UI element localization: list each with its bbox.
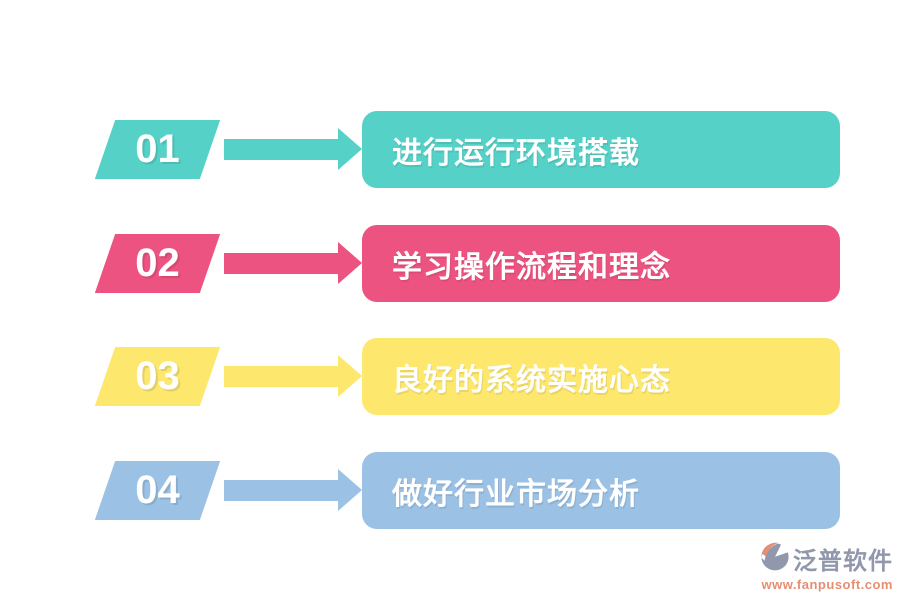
fanpu-logo-icon [759,540,791,577]
arrow-head-icon [338,469,362,511]
step-label-box: 进行运行环境搭载 [362,111,840,188]
arrow-head-icon [338,128,362,170]
step-row-03: 03 良好的系统实施心态 [0,338,900,415]
arrow-shaft [224,366,340,387]
step-label: 良好的系统实施心态 [392,363,671,397]
step-row-02: 02 学习操作流程和理念 [0,225,900,302]
arrow-head-icon [338,242,362,284]
watermark-logo-row: 泛普软件 [759,540,893,577]
step-label: 学习操作流程和理念 [392,250,671,284]
step-number: 04 [135,468,180,512]
watermark-url: www.fanpusoft.com [761,577,893,592]
arrow-shaft [224,480,340,501]
step-row-01: 01 进行运行环境搭载 [0,111,900,188]
step-number: 01 [135,127,180,171]
arrow-shaft [224,139,340,160]
watermark: 泛普软件 www.fanpusoft.com [759,540,893,592]
arrow-head-icon [338,355,362,397]
step-label: 做好行业市场分析 [392,477,640,511]
arrow-shaft [224,253,340,274]
step-number: 02 [135,241,180,285]
step-label: 进行运行环境搭载 [392,136,640,170]
step-row-04: 04 做好行业市场分析 [0,452,900,529]
step-label-box: 学习操作流程和理念 [362,225,840,302]
step-label-box: 良好的系统实施心态 [362,338,840,415]
watermark-brand: 泛普软件 [793,548,893,575]
step-label-box: 做好行业市场分析 [362,452,840,529]
step-number: 03 [135,354,180,398]
